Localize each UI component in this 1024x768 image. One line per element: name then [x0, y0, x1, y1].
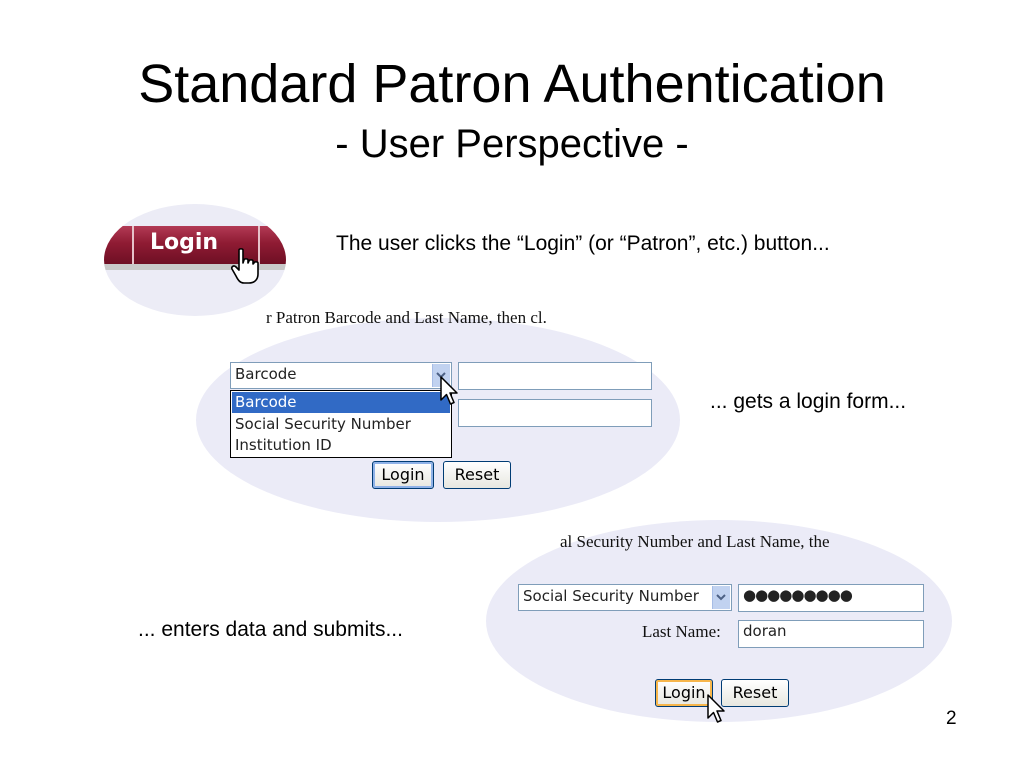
id-number-value: ●●●●●●●●● [743, 586, 853, 604]
option-institution-id[interactable]: Institution ID [235, 436, 332, 454]
tab-divider-left [132, 226, 134, 264]
tab-divider-right [258, 226, 260, 264]
arrow-cursor-icon [440, 376, 458, 405]
login-button[interactable]: Login [372, 461, 434, 489]
step2-instruction: r Patron Barcode and Last Name, then cl. [266, 308, 547, 327]
page-number: 2 [946, 708, 957, 729]
option-ssn[interactable]: Social Security Number [235, 415, 411, 433]
id-number-input[interactable]: ●●●●●●●●● [738, 584, 924, 612]
last-name-label: Last Name: [642, 622, 721, 641]
reset-button[interactable]: Reset [443, 461, 511, 489]
last-name-input-filled[interactable]: doran [738, 620, 924, 648]
tab-underline [104, 264, 286, 270]
step3-instruction: al Security Number and Last Name, the [560, 532, 830, 551]
hand-cursor-icon [230, 248, 259, 284]
login-tab-zoom: Login [104, 204, 286, 316]
slide-title: Standard Patron Authentication [138, 54, 886, 114]
last-name-input[interactable] [458, 399, 652, 427]
id-type-select-filled[interactable]: Social Security Number [518, 584, 732, 611]
reset-button-filled[interactable]: Reset [721, 679, 789, 707]
slide-subtitle: - User Perspective - [335, 122, 689, 166]
id-type-select-value: Barcode [235, 365, 297, 383]
barcode-input[interactable] [458, 362, 652, 390]
tab-bar [104, 226, 286, 264]
step3-caption: ... enters data and submits... [138, 618, 403, 641]
chevron-down-icon[interactable] [712, 586, 730, 609]
login-button-filled[interactable]: Login [655, 679, 713, 707]
id-type-options[interactable]: Barcode Social Security Number Instituti… [230, 390, 452, 458]
step1-caption: The user clicks the “Login” (or “Patron”… [336, 232, 830, 255]
login-tab-button[interactable]: Login [150, 230, 219, 255]
option-barcode[interactable]: Barcode [232, 392, 450, 413]
step2-caption: ... gets a login form... [710, 390, 907, 413]
last-name-value: doran [743, 622, 787, 640]
id-type-select[interactable]: Barcode [230, 362, 452, 389]
arrow-cursor-icon [707, 694, 725, 723]
id-type-select-filled-value: Social Security Number [523, 587, 699, 605]
